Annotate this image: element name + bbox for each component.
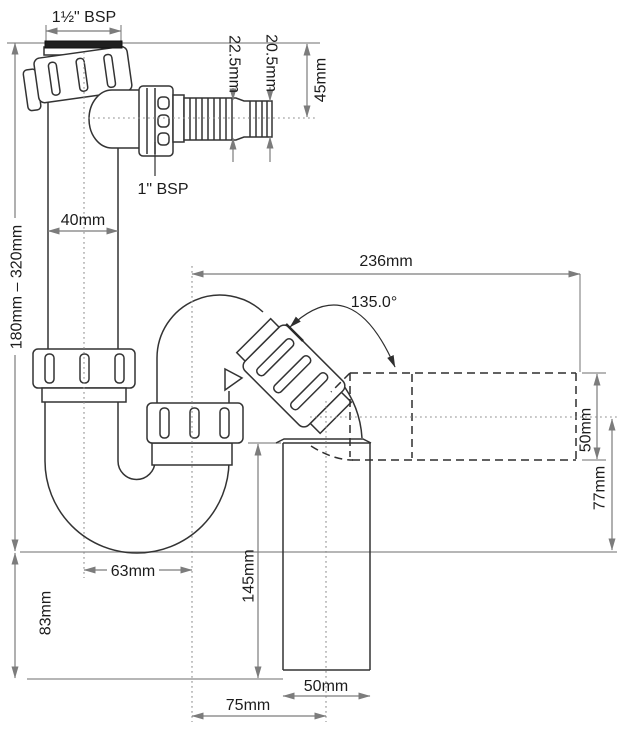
dimension-labels: 1½" BSP 22.5mm 20.5mm 45mm 1" BSP 40mm 1… — [9, 9, 609, 714]
dim-height-range: 180mm – 320mm — [9, 225, 26, 350]
spigot-elbow-dome — [88, 89, 141, 149]
dim-spigot-height: 45mm — [313, 58, 330, 102]
trap-body-drawing — [22, 40, 372, 671]
sink-gasket — [44, 40, 123, 49]
washing-machine-spigot — [88, 85, 273, 157]
dim-base-height: 83mm — [38, 591, 55, 635]
dim-outlet-drop: 77mm — [592, 466, 609, 510]
dim-angle: 135.0° — [351, 294, 397, 311]
dimension-lines — [11, 27, 616, 720]
dim-pipe-od: 40mm — [61, 212, 105, 229]
dim-barb-large: 22.5mm — [226, 35, 243, 93]
angled-swivel-nut — [235, 317, 353, 435]
dim-reach: 236mm — [359, 253, 412, 270]
outlet-swivel-nut — [146, 402, 244, 466]
dim-tail-height: 145mm — [241, 549, 258, 602]
dim-spigot-thread: 1" BSP — [137, 181, 188, 198]
dim-tail-offset: 75mm — [226, 697, 270, 714]
dim-top-thread: 1½" BSP — [52, 9, 116, 26]
centerlines — [83, 52, 617, 722]
dim-trap-offset: 63mm — [111, 563, 155, 580]
u-bend — [44, 402, 230, 554]
hose-barb — [183, 97, 273, 141]
dim-outlet-od: 50mm — [578, 408, 595, 452]
sink-connection-nut — [22, 40, 133, 112]
dim-tail-od: 50mm — [304, 678, 348, 695]
ghost-horizontal-outlet — [310, 372, 577, 461]
angle-arc — [289, 304, 396, 368]
trap-inlet-nut — [32, 348, 136, 403]
dim-barb-small: 20.5mm — [263, 34, 280, 92]
